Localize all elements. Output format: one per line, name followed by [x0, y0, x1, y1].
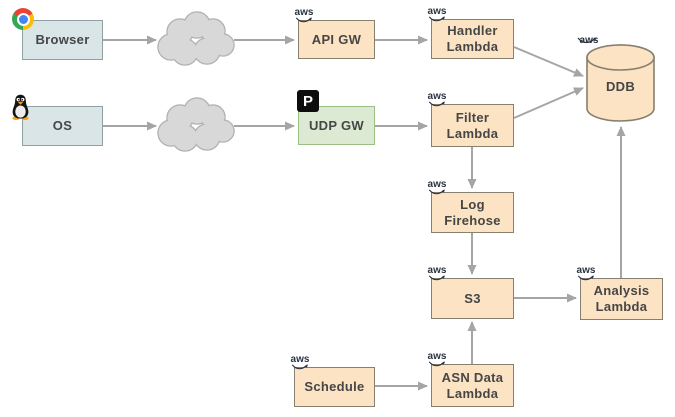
node-analysis-lambda: aws Analysis Lambda — [577, 266, 663, 320]
node-os: OS — [22, 106, 103, 146]
node-schedule: aws Schedule — [291, 355, 375, 407]
node-s3: aws S3 — [428, 266, 514, 319]
node-label: S3 — [464, 290, 481, 306]
node-label: Browser — [35, 32, 90, 48]
node-filter-lambda: aws Filter Lambda — [428, 92, 514, 147]
node-log-firehose: aws Log Firehose — [428, 180, 514, 233]
node-label: DDB — [605, 79, 636, 95]
node-label: OS — [52, 118, 73, 134]
chrome-icon — [12, 8, 34, 30]
node-label: Handler Lambda — [446, 23, 499, 54]
edge-filter-lambda-to-ddb — [513, 87, 584, 119]
node-label: ASN Data Lambda — [441, 369, 504, 401]
node-api-gw: aws API GW — [295, 8, 375, 59]
node-browser: Browser — [22, 20, 103, 60]
node-udp-gw: UDP GW — [298, 106, 375, 145]
node-handler-lambda: aws Handler Lambda — [428, 7, 514, 59]
node-label: API GW — [311, 31, 362, 47]
p-protocol-icon: P — [297, 90, 319, 112]
node-asn-data-lambda: aws ASN Data Lambda — [428, 352, 514, 407]
node-label: UDP GW — [308, 117, 364, 133]
edge-handler-lambda-to-ddb — [513, 46, 584, 77]
node-label: Log Firehose — [444, 196, 501, 228]
linux-tux-icon — [12, 94, 29, 120]
node-label: Analysis Lambda — [593, 283, 650, 314]
node-ddb: aws DDB — [577, 36, 655, 122]
node-label: Schedule — [304, 379, 365, 395]
internet-cloud-icon — [157, 97, 235, 152]
node-label: Filter Lambda — [446, 109, 499, 141]
database-cylinder-icon — [586, 44, 655, 122]
p-icon-letter: P — [302, 92, 313, 110]
internet-cloud-icon — [157, 11, 235, 66]
